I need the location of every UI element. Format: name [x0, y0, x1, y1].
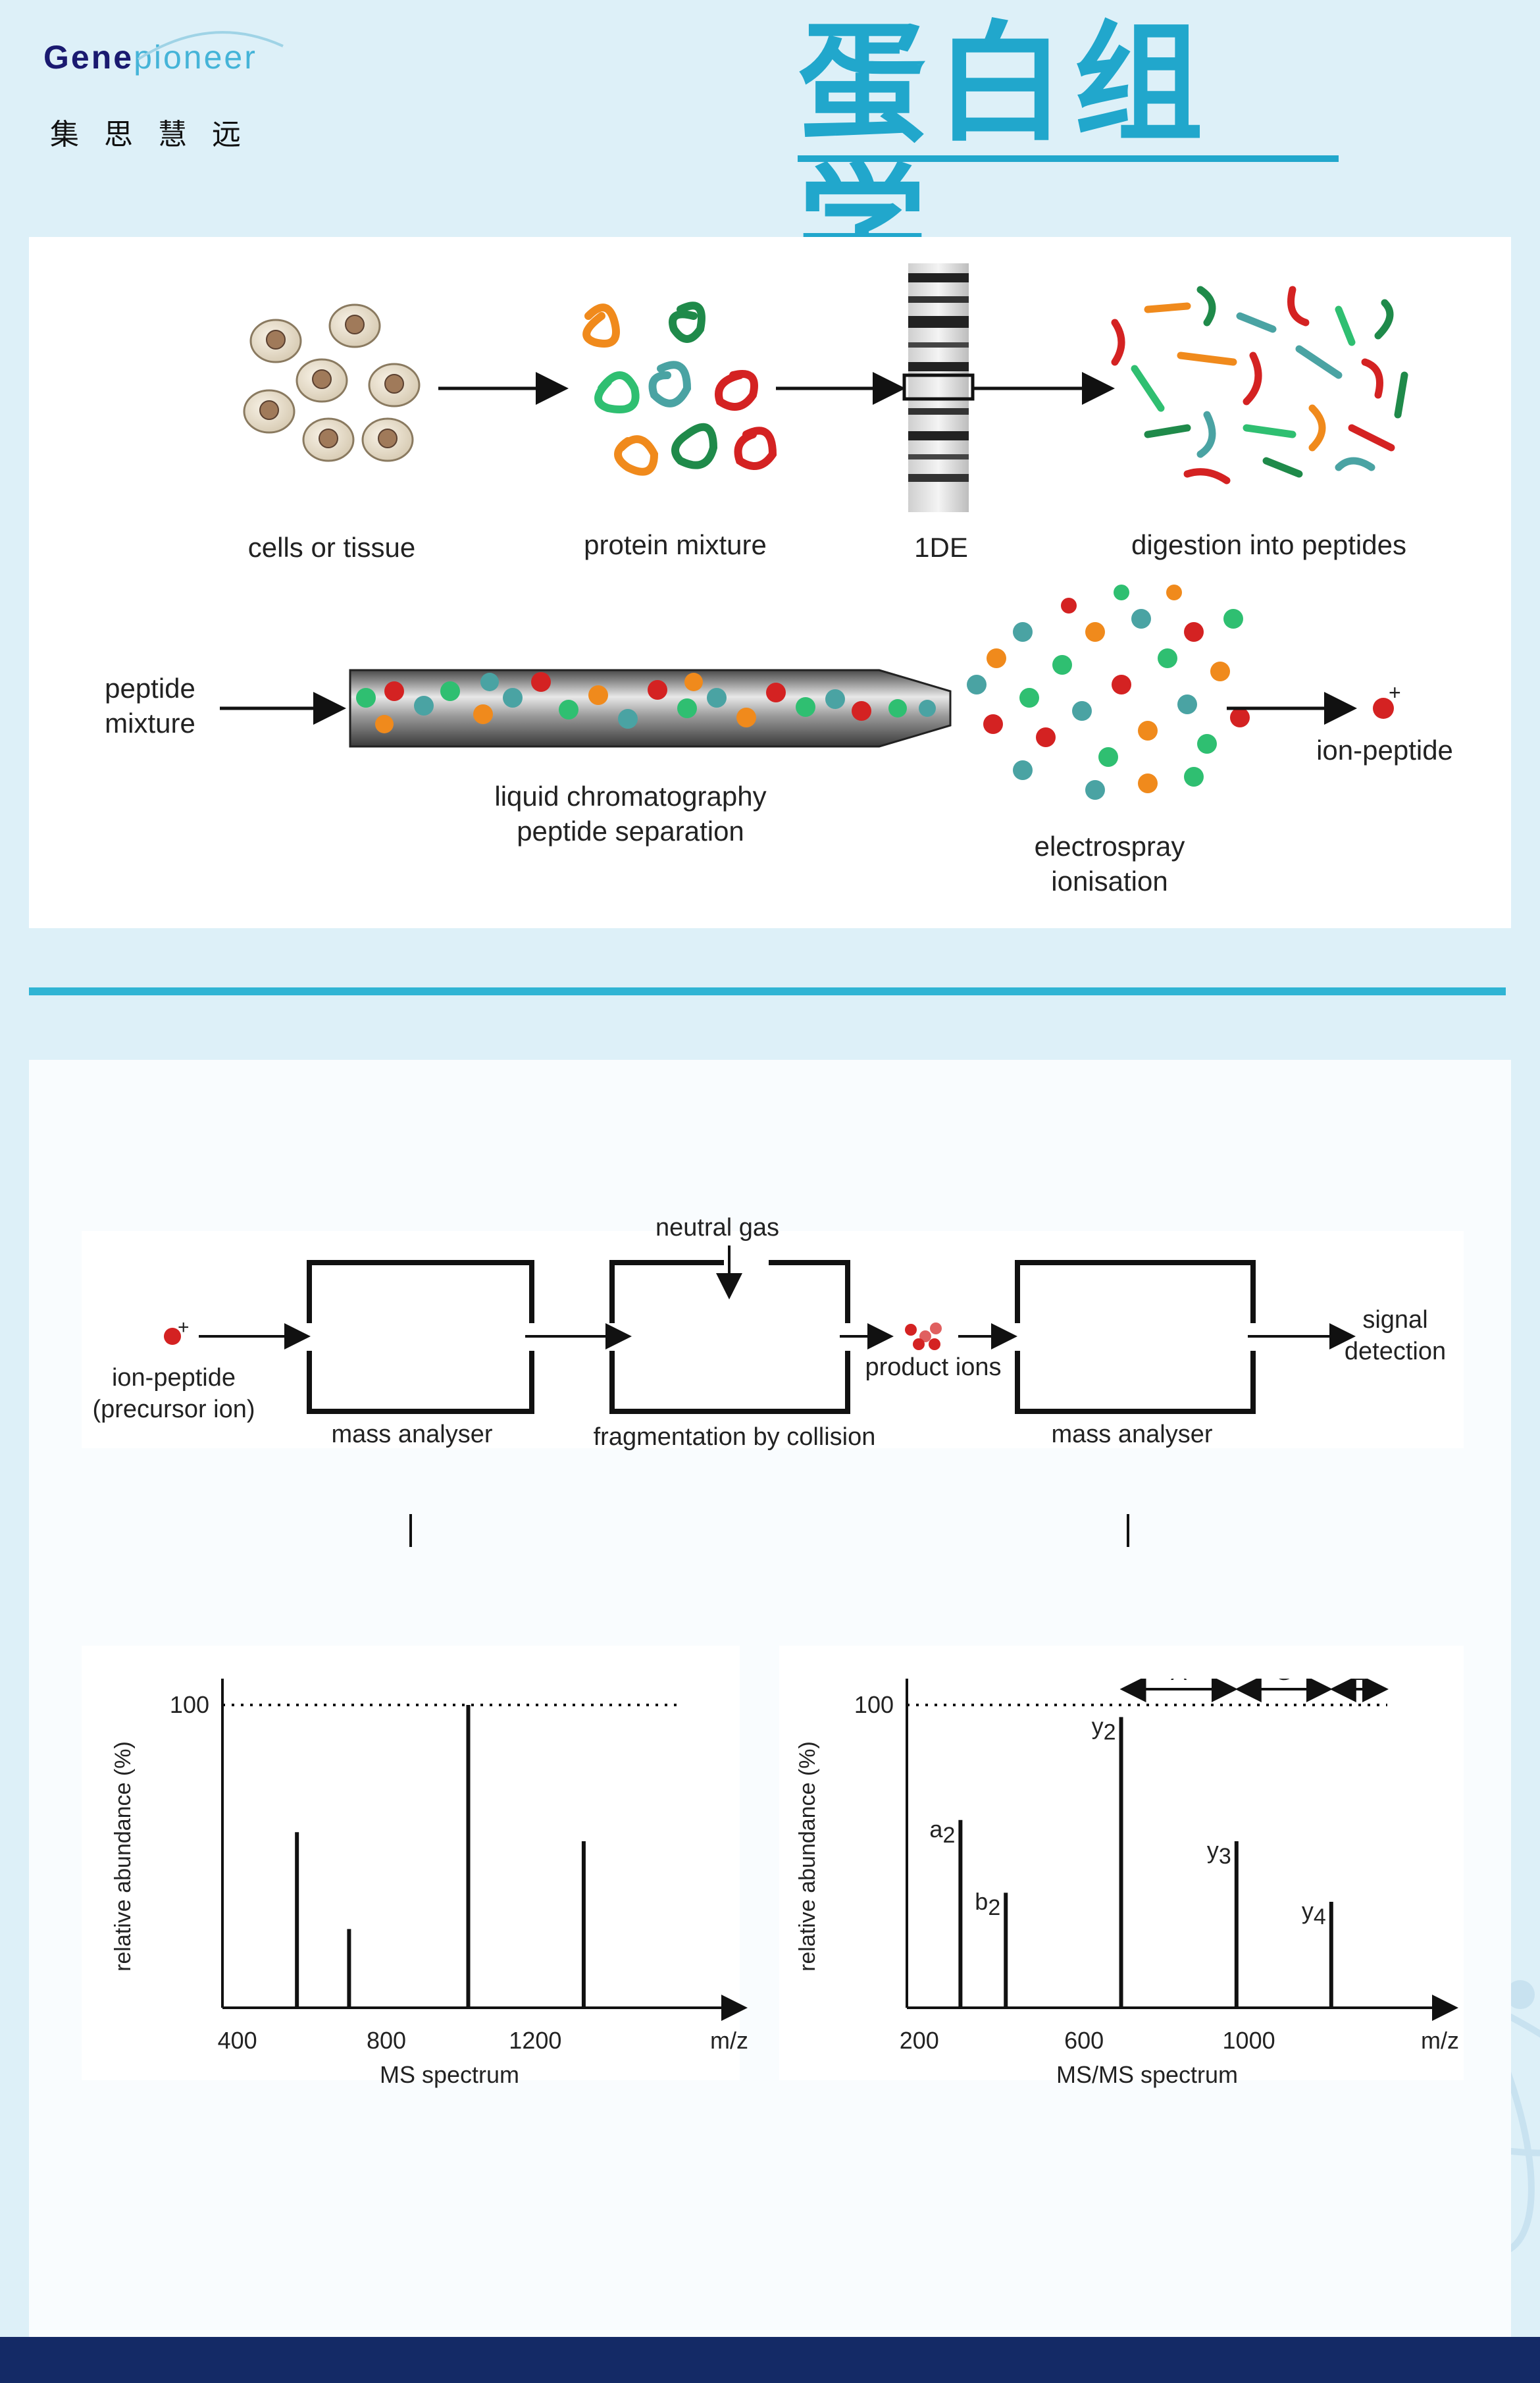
title-underline [798, 155, 1339, 162]
logo-tagline: 集思慧远 [50, 118, 266, 151]
label-esi-line2: ionisation [1051, 865, 1168, 897]
x-axis-label: m/z [1421, 2027, 1459, 2054]
label-gel: 1DE [914, 532, 968, 563]
label-digestion: digestion into peptides [1131, 529, 1406, 560]
x-tick-label: 1000 [1223, 2027, 1275, 2054]
ion-peptide-icon [1373, 698, 1394, 719]
x-tick-label: 1200 [509, 2027, 561, 2054]
lc-column-illustration [349, 669, 952, 748]
ms-spectrum-chart: 100 400 800 1200 m/z MS spectrum relative abun… [111, 1679, 748, 2088]
label-peptide-mixture: peptide mixture [105, 671, 195, 741]
y-tick-label: 100 [854, 1691, 894, 1718]
peak-label: a2 [929, 1816, 955, 1848]
x-axis-label: m/z [710, 2027, 748, 2054]
label-lc-line2: peptide separation [517, 815, 744, 847]
label-signal-line1: signal [1362, 1306, 1428, 1334]
workflow-graphic [220, 263, 1408, 800]
gel-lane-illustration [902, 263, 975, 512]
footer-bar [0, 2337, 1540, 2383]
sequence-residue: A [1171, 1679, 1187, 1685]
lc-column-beads [356, 672, 936, 733]
mass-analyser-1-box [307, 1260, 534, 1414]
label-signal-detection: signal detection [1345, 1305, 1446, 1367]
x-tick-label: 800 [367, 2027, 406, 2054]
protein-mixture-illustration [582, 301, 777, 476]
logo-name-light: pioneer [134, 39, 257, 76]
cells-illustration [243, 303, 421, 462]
peptides-illustration [1111, 286, 1408, 484]
label-mass-analyser-2: mass analyser [1051, 1421, 1213, 1448]
label-precursor: (precursor ion) [92, 1395, 255, 1423]
tandem-ms-panel: neutral gas + ion-peptide (precursor ion… [29, 1060, 1511, 2337]
peak-label: b2 [975, 1888, 1000, 1920]
precursor-charge-plus: + [178, 1317, 190, 1338]
ion-charge-plus: + [1389, 681, 1401, 704]
peak-label: y3 [1207, 1837, 1231, 1869]
mass-analyser-2-box [1015, 1260, 1256, 1414]
label-peptide-mixture-line1: peptide [105, 673, 195, 704]
y-axis-label: relative abundance (%) [795, 1741, 820, 1972]
label-neutral-gas: neutral gas [655, 1214, 780, 1242]
chart-title: MS spectrum [380, 2061, 519, 2088]
page-title: 蛋白组学 [798, 12, 1213, 298]
sequence-residue: L [1352, 1679, 1366, 1685]
label-signal-line2: detection [1344, 1337, 1447, 1365]
msms-spectrum-chart: 100 200 600 1000 m/zMS/MS spectrum relative a… [795, 1679, 1459, 2088]
label-esi: electrospray ionisation [1035, 829, 1185, 899]
chart-title: MS/MS spectrum [1056, 2061, 1238, 2088]
y-tick-label: 100 [170, 1691, 209, 1718]
label-peptide-mixture-line2: mixture [105, 707, 195, 739]
workflow-panel: cells or tissue protein mixture 1DE dige… [29, 237, 1511, 928]
label-fragmentation: fragmentation by collision [593, 1423, 876, 1451]
precursor-ion-icon [164, 1328, 181, 1345]
logo-swoosh-icon [137, 31, 284, 61]
collision-cell-box [609, 1260, 850, 1414]
peak-label: y2 [1092, 1712, 1116, 1744]
product-ions-icon [905, 1322, 942, 1350]
label-ion-peptide-ms: ion-peptide (precursor ion) [92, 1363, 255, 1425]
label-lc-line1: liquid chromatography [494, 781, 767, 812]
label-cells: cells or tissue [247, 532, 416, 563]
electrospray-plume [967, 585, 1250, 800]
label-ion-peptide: ion-peptide [1316, 735, 1453, 766]
x-tick-label: 600 [1064, 2027, 1104, 2054]
x-tick-label: 200 [900, 2027, 939, 2054]
label-product-ions: product ions [865, 1353, 1002, 1381]
label-lc: liquid chromatography peptide separation [494, 779, 766, 849]
label-mass-analyser-1: mass analyser [331, 1421, 493, 1448]
logo-name-dark: Gene [43, 39, 134, 76]
section-divider [29, 987, 1506, 995]
tandem-ms-schematic [164, 1245, 1356, 1547]
y-axis-label: relative abundance (%) [111, 1741, 136, 1972]
sequence-residue: G [1275, 1679, 1293, 1685]
peak-label: y4 [1302, 1897, 1326, 1929]
logo-wordmark: Genepioneer [43, 38, 257, 76]
label-esi-line1: electrospray [1034, 831, 1185, 862]
label-ion-peptide-ms-line1: ion-peptide [111, 1364, 236, 1392]
label-protein-mixture: protein mixture [584, 529, 767, 560]
x-tick-label: 400 [218, 2027, 257, 2054]
